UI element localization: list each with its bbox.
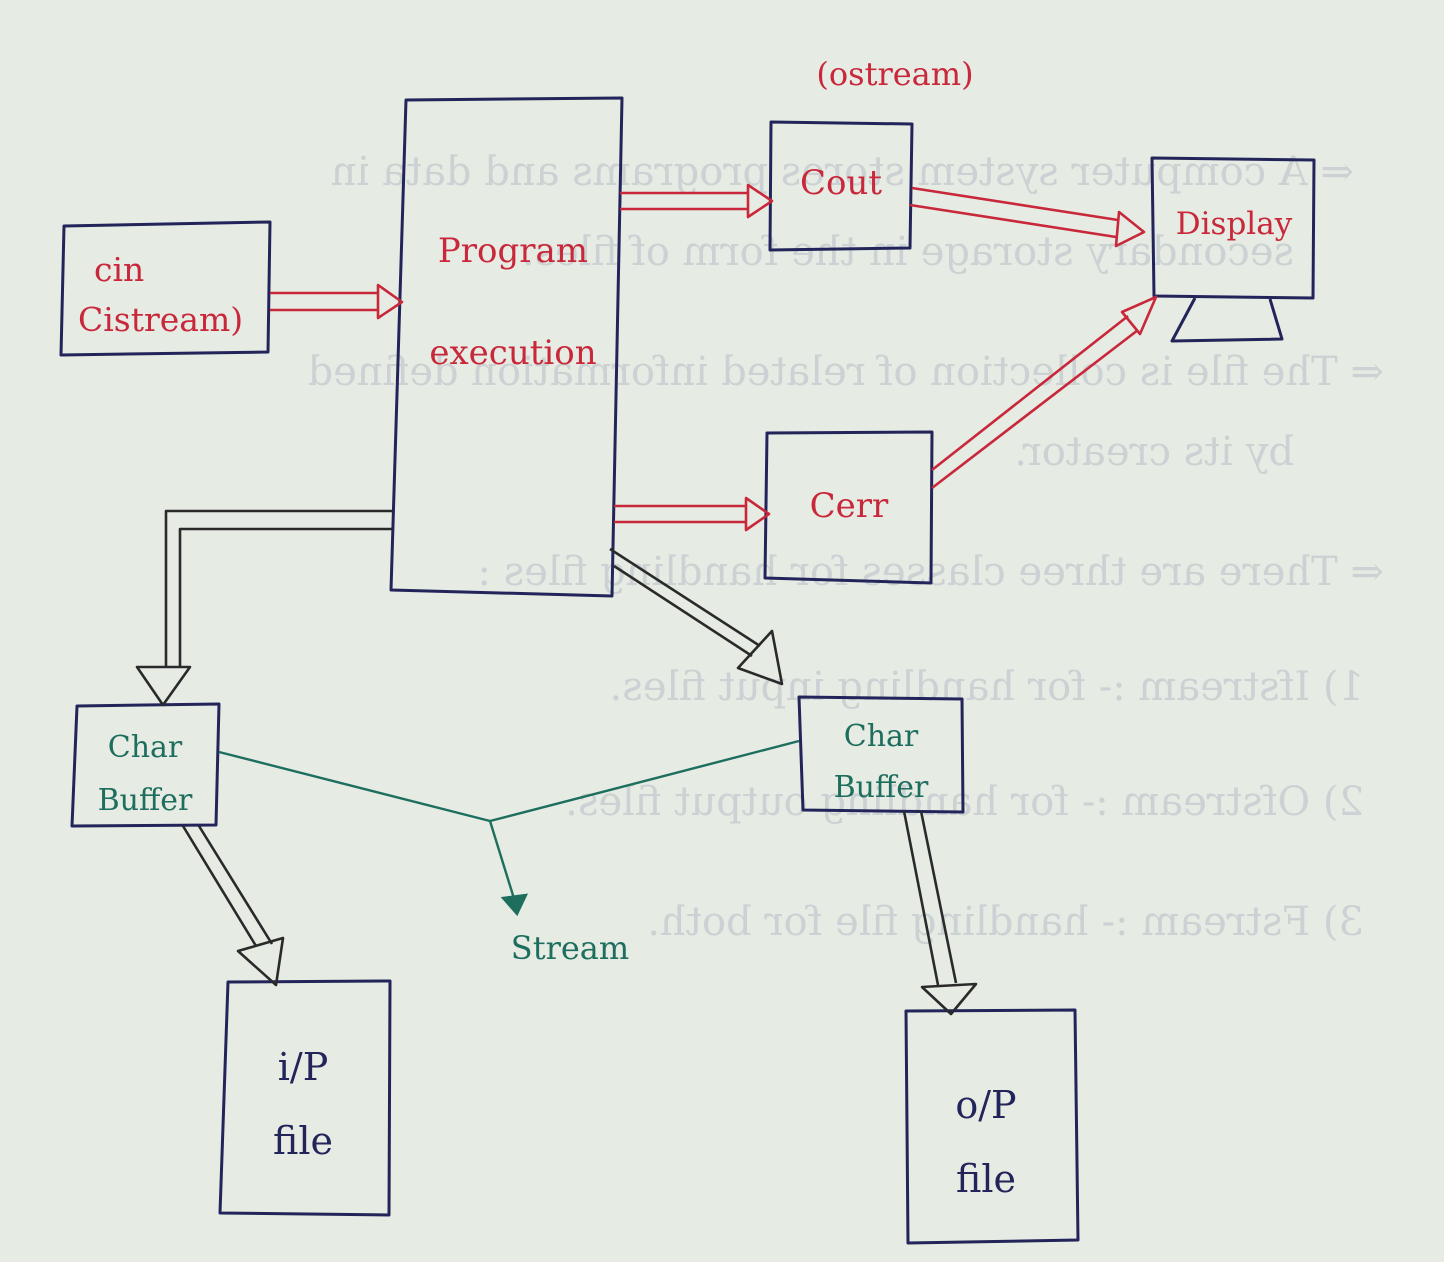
program-to-right-buffer-arrow [609, 547, 784, 686]
bleed-line-2: secondary storage in the form of files. [522, 229, 1294, 275]
output-file-line1: o/P [955, 1083, 1017, 1127]
cin-label: cin Cistream) [64, 245, 270, 344]
char-buffer-left-line2: Buffer [97, 782, 193, 818]
cin-label-line2: Cistream) [78, 299, 244, 339]
output-file-box [904, 1008, 1080, 1245]
cerr-to-display-arrow [931, 295, 1158, 490]
input-file-line1: i/P [277, 1045, 329, 1089]
display-stand [1170, 297, 1284, 343]
right-buffer-to-output-file-arrow [902, 810, 978, 1016]
char-buffer-left-line1: Char [107, 730, 183, 765]
cerr-label: Cerr [809, 486, 889, 526]
bleed-line-6: 1) Ifstream :- for handling input files. [610, 664, 1364, 710]
cout-label: Cout [799, 163, 883, 203]
bleed-line-1: ⇐ A computer system stores programs and … [331, 149, 1354, 195]
char-buffer-left-label: Char Buffer [72, 722, 218, 827]
left-buffer-to-input-file-arrow [181, 825, 285, 987]
char-buffer-left-box [70, 702, 221, 828]
program-to-cerr-arrow [614, 496, 771, 532]
bleed-line-7: 2) Ofstream :- for handling output files… [565, 779, 1364, 825]
display-screen [1150, 156, 1316, 300]
cin-label-line1: cin [94, 250, 145, 289]
program-label-line2: execution [429, 333, 597, 373]
program-execution-box [389, 96, 624, 598]
left-buffer-stream-line [218, 750, 491, 823]
char-buffer-right-line1: Char [843, 719, 919, 754]
cout-class-label: (ostream) [816, 55, 974, 93]
program-label-line1: Program [437, 231, 589, 271]
cout-box [768, 120, 914, 252]
program-to-cout-arrow [620, 183, 774, 219]
cin-to-program-arrow [270, 283, 404, 320]
input-file-box [218, 979, 392, 1217]
char-buffer-right-box [797, 695, 965, 814]
output-file-label: o/P file [906, 1068, 1066, 1216]
program-execution-label: Program execution [410, 200, 616, 404]
input-file-line2: file [273, 1119, 333, 1164]
right-buffer-stream-line [489, 739, 800, 823]
stream-arrow-line [488, 820, 518, 906]
bleed-line-4: by its creator. [1014, 429, 1294, 475]
cout-to-display-arrow [909, 186, 1146, 248]
bleed-line-8: 3) Fstream :- handling file for both. [647, 899, 1364, 945]
char-buffer-right-line2: Buffer [833, 770, 929, 805]
bleed-line-3: ⇐ The file is collection of related info… [308, 349, 1384, 395]
program-to-left-buffer-arrow [135, 509, 392, 707]
display-monitor [1150, 156, 1316, 343]
char-buffer-right-label: Char Buffer [800, 711, 962, 813]
output-file-line2: file [956, 1157, 1016, 1202]
cerr-box [763, 430, 934, 585]
stream-label: Stream [510, 929, 630, 967]
stream-arrowhead [500, 893, 529, 917]
cin-box [59, 220, 272, 357]
display-label: Display [1175, 206, 1293, 242]
input-file-label: i/P file [228, 1030, 378, 1178]
